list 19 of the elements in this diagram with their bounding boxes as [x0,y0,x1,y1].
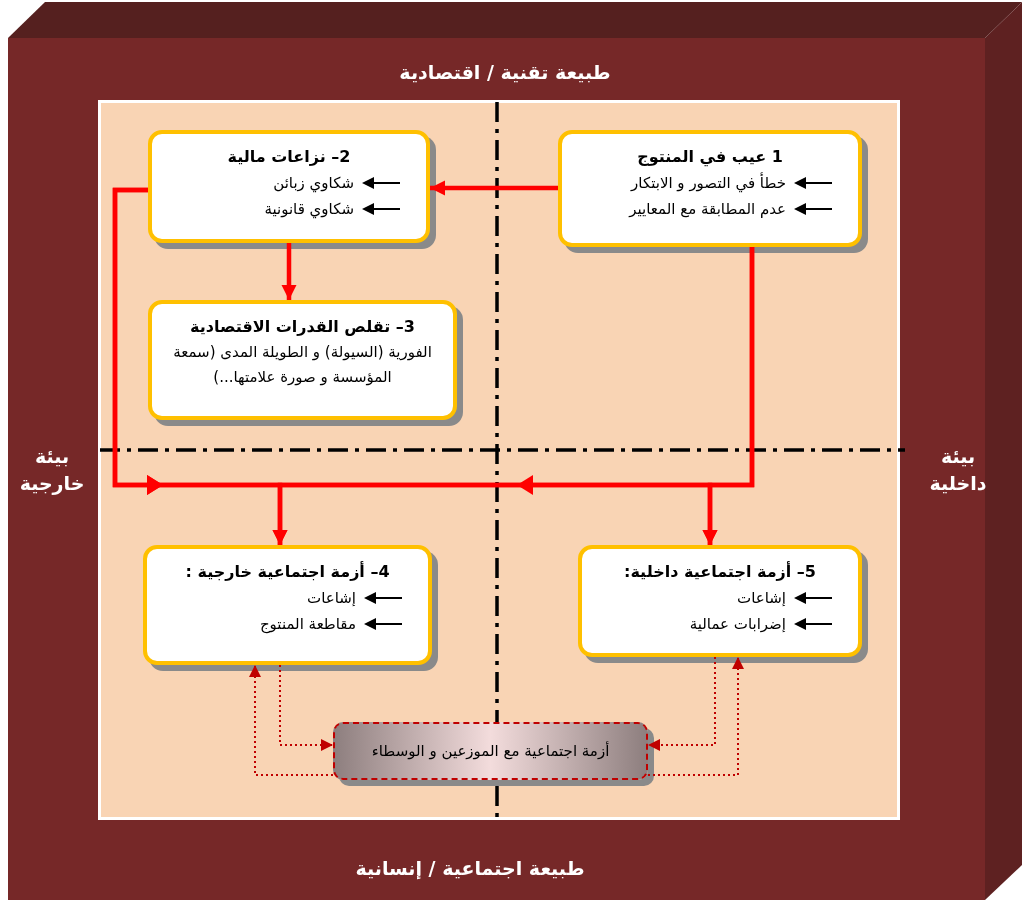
list-item: إشاعات [307,588,356,609]
list-item: خطأ في التصور و الابتكار [631,171,786,195]
box-title: 2– نزاعات مالية [227,146,351,168]
list-item: إضرابات عمالية [689,614,786,635]
box-title: 3– تقلص القدرات الاقتصادية [190,316,415,338]
side-label: بيئة داخلية [928,444,988,496]
list-item: مقاطعة المنتوج [259,614,356,636]
box-title: 5– أزمة اجتماعية داخلية: [624,560,816,583]
box-title: 4– أزمة اجتماعية خارجية : [185,560,390,583]
list-item: عدم المطابقة مع المعايير [629,199,786,220]
list-item: شكاوي قانونية [264,199,354,221]
list-item: إشاعات [737,588,786,609]
side-label: بيئة خارجية [18,444,86,497]
box-text: أزمة اجتماعية مع الموزعين و الوسطاء [371,740,610,762]
box-text: الفورية (السيولة) و الطويلة المدى (سمعة المؤسسة و صورة علامتها...) [172,342,433,388]
section-title: طبيعة تقنية / اقتصادية [399,59,611,85]
box-title: 1 عيب في المنتوج [637,146,783,169]
section-title: طبيعة اجتماعية / إنسانية [355,855,585,882]
list-item: شكاوي زبائن [273,173,354,195]
